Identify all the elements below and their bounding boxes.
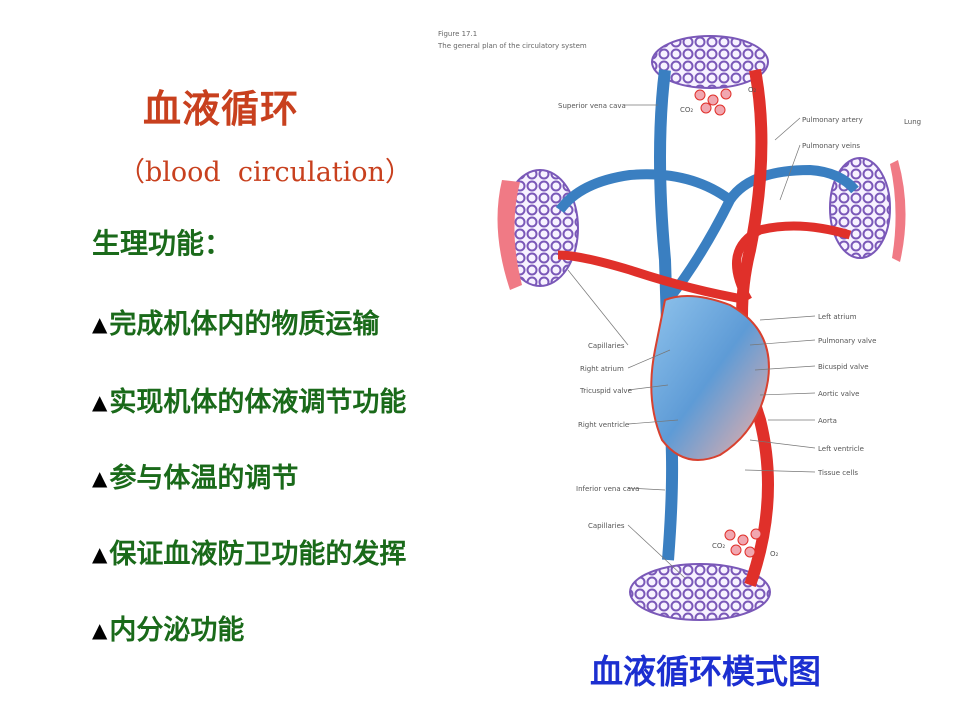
label-right-atrium: Right atrium <box>580 365 624 373</box>
label-tissue-cells: Tissue cells <box>817 469 858 477</box>
function-item-5: ▲内分泌功能 <box>92 608 244 647</box>
lower-body-capillaries <box>629 563 771 621</box>
figure-number: Figure 17.1 <box>438 30 477 38</box>
label-superior-vena-cava: Superior vena cava <box>558 102 626 110</box>
upper-body-capillaries <box>651 35 769 89</box>
triangle-bullet-icon: ▲ <box>92 542 108 566</box>
label-lung: Lung <box>904 118 921 126</box>
pulmonary-artery-left <box>555 169 733 214</box>
function-item-2-text: 实现机体的体液调节功能 <box>109 387 407 418</box>
function-item-2: ▲实现机体的体液调节功能 <box>92 380 406 419</box>
slide-subtitle: （blood circulation） <box>118 157 412 188</box>
label-right-ventricle: Right ventricle <box>578 421 629 429</box>
label-capillaries-top: Capillaries <box>588 342 625 350</box>
label-left-atrium: Left atrium <box>818 313 857 321</box>
function-item-1-text: 完成机体内的物质运输 <box>109 309 380 340</box>
co2-label-top: CO₂ <box>680 106 693 114</box>
function-item-3: ▲参与体温的调节 <box>92 456 298 495</box>
pulmonary-vein-left <box>557 250 749 305</box>
diagram-caption: 血液循环模式图 <box>590 652 821 691</box>
function-item-3-text: 参与体温的调节 <box>109 463 299 494</box>
label-inferior-vena-cava: Inferior vena cava <box>576 485 639 493</box>
top-exchange-cells <box>694 88 732 116</box>
figure-note: The general plan of the circulatory syst… <box>437 42 587 50</box>
label-left-ventricle: Left ventricle <box>818 445 864 453</box>
triangle-bullet-icon: ▲ <box>92 466 108 490</box>
function-item-4-text: 保证血液防卫功能的发挥 <box>109 539 407 570</box>
bottom-exchange-cells <box>724 528 762 558</box>
label-tricuspid-valve: Tricuspid valve <box>579 387 632 395</box>
label-pulmonary-veins: Pulmonary veins <box>802 142 860 150</box>
functions-heading: 生理功能： <box>92 227 233 260</box>
function-item-4: ▲保证血液防卫功能的发挥 <box>92 532 406 571</box>
label-pulmonary-artery: Pulmonary artery <box>802 116 863 124</box>
function-item-5-text: 内分泌功能 <box>109 615 245 646</box>
pulmonary-artery-right <box>664 164 859 304</box>
function-item-1: ▲完成机体内的物质运输 <box>92 302 379 341</box>
vena-cava <box>654 69 679 561</box>
triangle-bullet-icon: ▲ <box>92 390 108 414</box>
triangle-bullet-icon: ▲ <box>92 312 108 336</box>
triangle-bullet-icon: ▲ <box>92 618 108 642</box>
o2-label-top: O₂ <box>748 86 757 94</box>
circulation-diagram: Figure 17.1 The general plan of the circ… <box>437 30 921 621</box>
label-aorta: Aorta <box>818 417 837 425</box>
label-pulmonary-valve: Pulmonary valve <box>818 337 876 345</box>
label-aortic-valve: Aortic valve <box>818 390 859 398</box>
co2-label-bottom: CO₂ <box>712 542 725 550</box>
heart-chambers <box>650 295 770 461</box>
label-bicuspid-valve: Bicuspid valve <box>818 363 869 371</box>
o2-label-bottom: O₂ <box>770 550 779 558</box>
label-capillaries-bottom: Capillaries <box>588 522 625 530</box>
right-lung-tissue <box>890 160 906 262</box>
pulmonary-vein-right <box>731 221 852 303</box>
slide-title: 血液循环 <box>143 87 300 131</box>
left-lung-tissue <box>497 180 522 290</box>
